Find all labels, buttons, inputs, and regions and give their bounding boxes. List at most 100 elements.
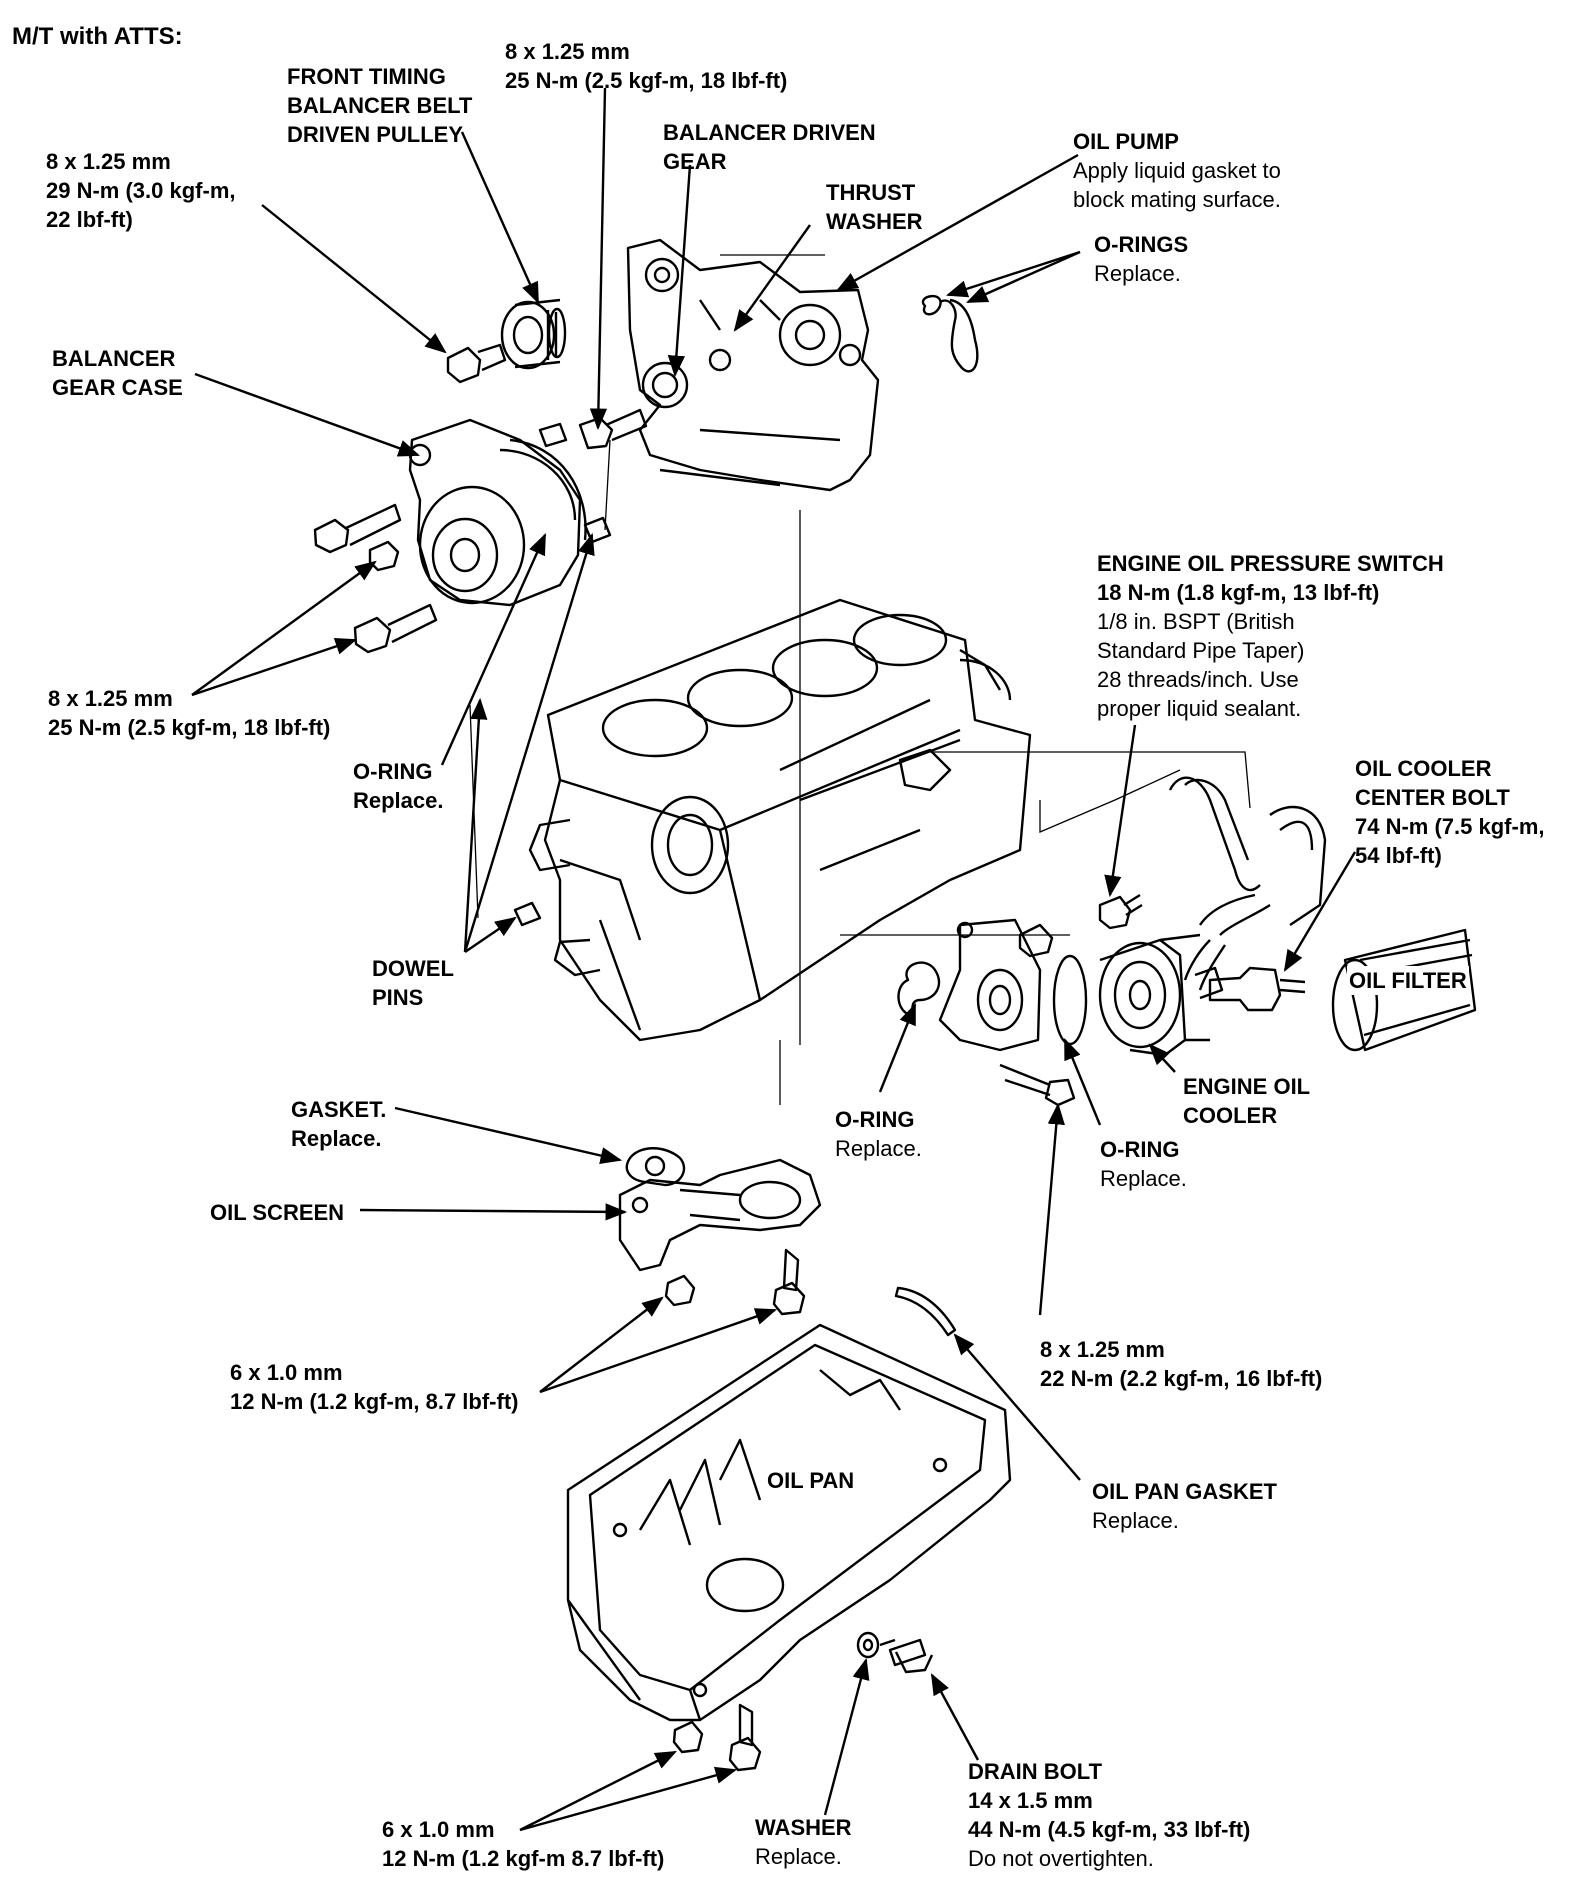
label-line: THRUST — [826, 180, 916, 205]
dowel-icon — [513, 901, 542, 927]
label-line: 22 lbf-ft) — [46, 207, 133, 232]
label-line: 74 N-m (7.5 kgf-m, — [1355, 814, 1545, 839]
label-line: proper liquid sealant. — [1097, 696, 1302, 721]
label-line: O-RING — [1100, 1137, 1180, 1162]
dowel-pins-label: DOWEL PINS — [372, 954, 454, 1012]
oil-pump-label: OIL PUMP Apply liquid gasket to block ma… — [1073, 127, 1281, 214]
label-line: CENTER BOLT — [1355, 785, 1510, 810]
dowel-icon — [583, 516, 612, 544]
o-ring-cooler-right-label: O-RING Replace. — [1100, 1135, 1187, 1193]
timing-pulley-icon — [500, 298, 567, 370]
gasket-label: GASKET. Replace. — [291, 1095, 386, 1153]
leader-arrow — [966, 250, 1081, 304]
leader-arrow — [836, 153, 1079, 292]
label-line: DRAIN BOLT — [968, 1759, 1103, 1784]
oil-filter-label: OIL FILTER — [1347, 966, 1469, 995]
label-line: Do not overtighten. — [968, 1846, 1154, 1871]
leader-arrow — [460, 131, 540, 304]
label-line: BALANCER BELT — [287, 93, 473, 118]
dowel-icon — [538, 422, 568, 448]
oil-pressure-switch-icon — [1098, 893, 1143, 930]
oil-cooler-bracket-icon — [938, 918, 1042, 1052]
label-line: 28 threads/inch. Use — [1097, 667, 1299, 692]
leader-arrow — [1104, 724, 1137, 898]
leader-arrow — [589, 87, 608, 431]
leader-arrow — [394, 1106, 623, 1165]
oil-cooler-center-bolt-label: OIL COOLER CENTER BOLT 74 N-m (7.5 kgf-m… — [1355, 754, 1545, 870]
leader-arrow — [463, 697, 488, 953]
label-line: block mating surface. — [1073, 187, 1281, 212]
leader-arrow — [539, 1308, 778, 1394]
label-line: GEAR CASE — [52, 375, 183, 400]
leader-arrow — [519, 1766, 738, 1832]
front-timing-pulley-label: FRONT TIMING BALANCER BELT DRIVEN PULLEY — [287, 62, 472, 149]
bolt-top-left-label: 8 x 1.25 mm 29 N-m (3.0 kgf-m, 22 lbf-ft… — [46, 147, 236, 234]
leader-arrow — [191, 560, 377, 696]
page-title: M/T with ATTS: — [12, 23, 183, 50]
bolt-icon — [772, 1248, 806, 1316]
o-ring-icon — [897, 961, 941, 1017]
bolt-screen-label: 6 x 1.0 mm 12 N-m (1.2 kgf-m, 8.7 lbf-ft… — [230, 1358, 518, 1416]
drain-bolt-label: DRAIN BOLT 14 x 1.5 mm 44 N-m (4.5 kgf-m… — [968, 1757, 1250, 1873]
label-line: DRIVEN PULLEY — [287, 122, 464, 147]
leader-arrow — [464, 916, 517, 953]
leader-arrow — [733, 224, 811, 332]
label-line: O-RING — [353, 759, 433, 784]
balancer-gear-case-label: BALANCER GEAR CASE — [52, 344, 183, 402]
nut-icon — [368, 540, 400, 572]
label-line: Standard Pipe Taper) — [1097, 638, 1305, 663]
label-line: ENGINE OIL PRESSURE SWITCH — [1097, 551, 1444, 576]
label-line: OIL PUMP — [1073, 129, 1179, 154]
label-line: OIL PAN GASKET — [1092, 1479, 1277, 1504]
label-line: 18 N-m (1.8 kgf-m, 13 lbf-ft) — [1097, 580, 1380, 605]
leader-arrow — [1038, 1102, 1065, 1316]
label-line: BALANCER — [52, 346, 176, 371]
thrust-washer-label: THRUST WASHER — [826, 178, 923, 236]
label-line: Replace. — [755, 1844, 842, 1869]
oil-pump-icon — [626, 238, 880, 492]
label-line: 25 N-m (2.5 kgf-m, 18 lbf-ft) — [48, 715, 331, 740]
bolt-icon — [1018, 923, 1054, 958]
oil-pan-label: OIL PAN — [765, 1466, 857, 1495]
label-line: Replace. — [1092, 1508, 1179, 1533]
leader-arrow — [878, 1002, 917, 1093]
leader-arrow — [539, 1296, 664, 1393]
oil-pan-gasket-label: OIL PAN GASKET Replace. — [1092, 1477, 1277, 1535]
label-line: Apply liquid gasket to — [1073, 158, 1281, 183]
leader-arrow — [945, 250, 1081, 298]
label-line: 8 x 1.25 mm — [48, 686, 173, 711]
leader-arrow — [930, 1673, 980, 1761]
gasket-icon — [625, 1147, 686, 1187]
nut-icon — [664, 1274, 696, 1307]
leader-arrow — [953, 1333, 1081, 1481]
oil-pan-icon — [566, 1323, 1012, 1722]
oil-cooler-hoses-icon — [1168, 776, 1327, 991]
label-line: Replace. — [1100, 1166, 1187, 1191]
engine-oil-cooler-label: ENGINE OIL COOLER — [1183, 1072, 1310, 1130]
label-line: 8 x 1.25 mm — [505, 39, 630, 64]
balancer-driven-gear-label: BALANCER DRIVEN GEAR — [663, 118, 876, 176]
label-line: GASKET. — [291, 1097, 387, 1122]
label-line: 6 x 1.0 mm — [382, 1817, 495, 1842]
label-line: 12 N-m (1.2 kgf-m 8.7 lbf-ft) — [382, 1846, 665, 1871]
label-line: ENGINE OIL — [1183, 1074, 1311, 1099]
label-line: Replace. — [291, 1126, 382, 1151]
label-line: DOWEL — [372, 956, 454, 981]
center-bolt-icon — [1208, 966, 1306, 1012]
label-line: 8 x 1.25 mm — [1040, 1337, 1165, 1362]
label-line: 22 N-m (2.2 kgf-m, 16 lbf-ft) — [1040, 1366, 1323, 1391]
bolt-top-center-label: 8 x 1.25 mm 25 N-m (2.5 kgf-m, 18 lbf-ft… — [505, 37, 787, 95]
leader-arrow — [261, 204, 447, 354]
bolt-icon — [999, 1063, 1076, 1107]
label-line: COOLER — [1183, 1103, 1278, 1128]
bolt-icon — [446, 343, 507, 384]
oil-cooler-icon — [1098, 933, 1224, 1057]
label-line: WASHER — [826, 209, 923, 234]
o-rings-label: O-RINGS Replace. — [1094, 230, 1188, 288]
bolt-icon — [313, 503, 402, 554]
label-line: 12 N-m (1.2 kgf-m, 8.7 lbf-ft) — [230, 1389, 519, 1414]
label-line: O-RING — [835, 1107, 915, 1132]
balancer-gear-case-icon — [408, 418, 587, 607]
leader-arrow — [667, 164, 692, 378]
